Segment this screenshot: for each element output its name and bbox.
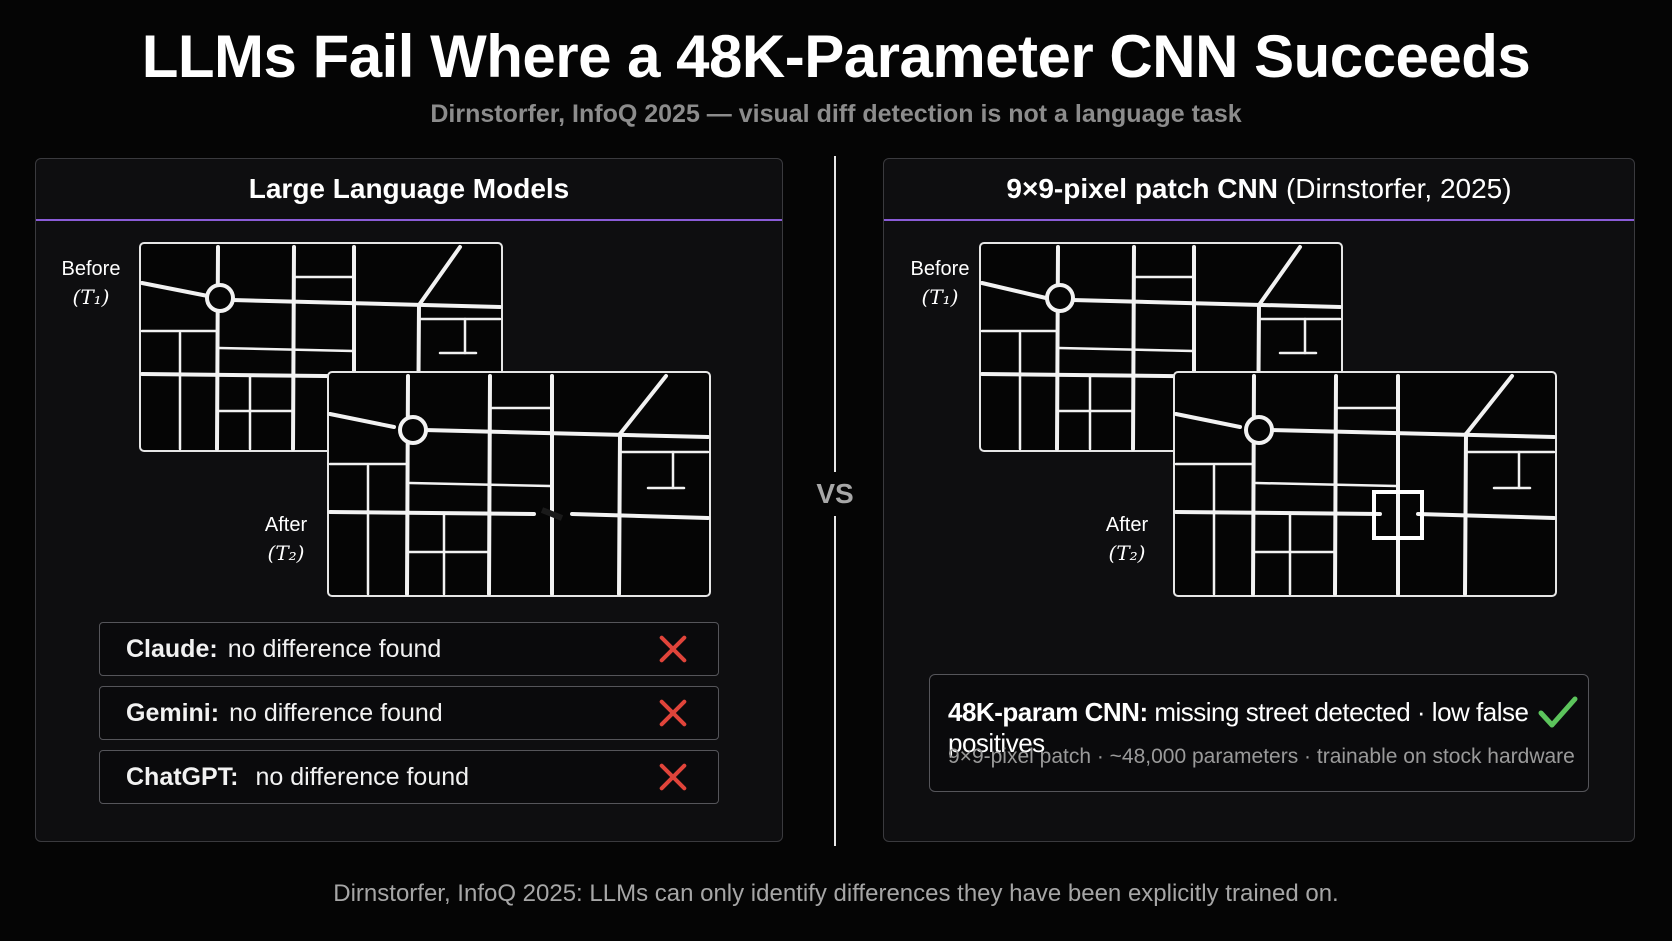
footer-note: Dirnstorfer, InfoQ 2025: LLMs can only i… bbox=[333, 880, 1339, 907]
result-text: no difference found bbox=[248, 762, 470, 791]
llm-panel-heading-text: Large Language Models bbox=[248, 173, 570, 204]
vs-label: VS bbox=[803, 472, 867, 516]
cnn-panel-heading-text: 9×9-pixel patch CNN bbox=[1006, 173, 1278, 204]
model-name: Claude: bbox=[126, 634, 218, 663]
model-name: Gemini: bbox=[126, 698, 220, 727]
after-map bbox=[327, 371, 711, 597]
after-label: After (T₂) bbox=[1105, 514, 1149, 565]
cnn-result-detail: 9×9-pixel patch · ~48,000 parameters · t… bbox=[948, 745, 1575, 768]
model-name: ChatGPT: bbox=[126, 762, 239, 791]
result-text: no difference found bbox=[229, 698, 443, 727]
x-icon bbox=[658, 762, 688, 792]
before-label: Before (T₁) bbox=[61, 258, 121, 309]
result-row-claude: Claude: no difference found bbox=[99, 622, 719, 676]
result-text: missing street detected · low false posi… bbox=[948, 697, 1529, 758]
llm-map-comparison bbox=[139, 242, 711, 597]
cnn-result-box: 48K-param CNN: missing street detected ·… bbox=[929, 674, 1589, 792]
llm-panel-heading: Large Language Models bbox=[36, 159, 782, 221]
after-label: After (T₂) bbox=[264, 514, 308, 565]
x-icon bbox=[658, 698, 688, 728]
model-name: 48K-param CNN: bbox=[948, 697, 1148, 727]
after-map bbox=[1173, 371, 1557, 597]
result-row-chatgpt: ChatGPT: no difference found bbox=[99, 750, 719, 804]
page-title: LLMs Fail Where a 48K-Parameter CNN Succ… bbox=[141, 23, 1531, 90]
llm-panel: Large Language Models bbox=[35, 158, 783, 842]
detection-box bbox=[1372, 490, 1424, 540]
cnn-panel: 9×9-pixel patch CNN (Dirnstorfer, 2025) bbox=[883, 158, 1635, 842]
before-label: Before (T₁) bbox=[910, 258, 970, 309]
cnn-panel-heading-citation: (Dirnstorfer, 2025) bbox=[1285, 173, 1512, 204]
x-icon bbox=[658, 634, 688, 664]
check-icon bbox=[1538, 696, 1578, 728]
cnn-map-comparison bbox=[979, 242, 1557, 597]
result-text: no difference found bbox=[227, 634, 442, 663]
cnn-panel-heading: 9×9-pixel patch CNN (Dirnstorfer, 2025) bbox=[884, 159, 1634, 221]
page-subtitle: Dirnstorfer, InfoQ 2025 — visual diff de… bbox=[430, 100, 1242, 128]
cnn-result-headline: 48K-param CNN: missing street detected ·… bbox=[948, 697, 1588, 759]
result-row-gemini: Gemini: no difference found bbox=[99, 686, 719, 740]
